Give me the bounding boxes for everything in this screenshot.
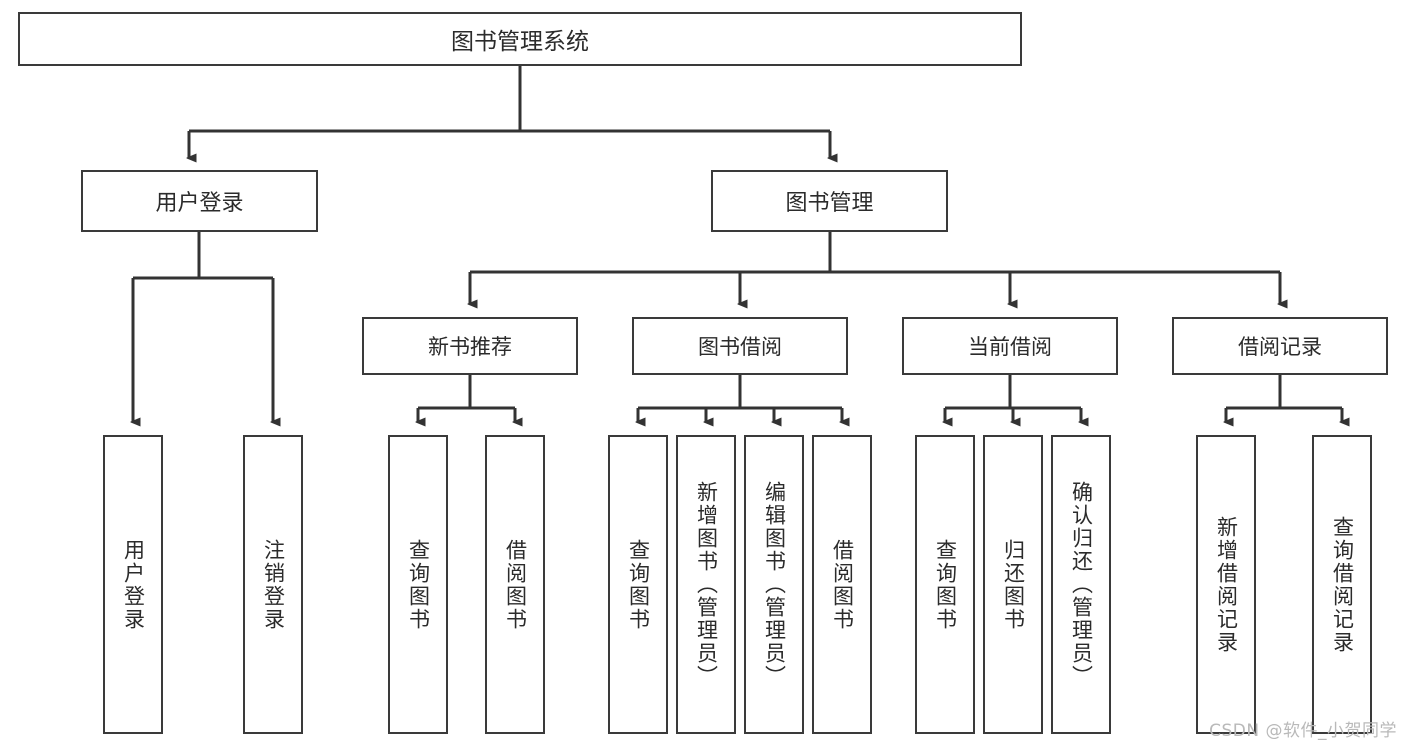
node-label: 新书推荐 xyxy=(428,335,512,359)
node-borrow-record[interactable]: 借阅记录 xyxy=(1172,317,1388,375)
leaf-current-confirm-return-admin[interactable]: 确认归还（管理员） xyxy=(1051,435,1111,734)
leaf-current-query-book[interactable]: 查询图书 xyxy=(915,435,975,734)
leaf-user-logout[interactable]: 注销登录 xyxy=(243,435,303,734)
node-book-borrow[interactable]: 图书借阅 xyxy=(632,317,848,375)
node-label: 确认归还（管理员） xyxy=(1069,481,1094,688)
leaf-borrow-query-book[interactable]: 查询图书 xyxy=(608,435,668,734)
node-label: 当前借阅 xyxy=(968,335,1052,359)
leaf-borrow-edit-book-admin[interactable]: 编辑图书（管理员） xyxy=(744,435,804,734)
node-label: 新增借阅记录 xyxy=(1214,515,1239,654)
leaf-current-return-book[interactable]: 归还图书 xyxy=(983,435,1043,734)
leaf-record-query-record[interactable]: 查询借阅记录 xyxy=(1312,435,1372,734)
leaf-record-add-record[interactable]: 新增借阅记录 xyxy=(1196,435,1256,734)
leaf-user-login[interactable]: 用户登录 xyxy=(103,435,163,734)
node-label: 用户登录 xyxy=(155,191,244,216)
node-label: 查询借阅记录 xyxy=(1330,515,1355,654)
leaf-borrow-borrow-book[interactable]: 借阅图书 xyxy=(812,435,872,734)
node-new-book-recommend[interactable]: 新书推荐 xyxy=(362,317,578,375)
leaf-recommend-borrow-book[interactable]: 借阅图书 xyxy=(485,435,545,734)
node-label: 图书管理 xyxy=(785,191,874,216)
leaf-borrow-add-book-admin[interactable]: 新增图书（管理员） xyxy=(676,435,736,734)
node-current-borrow[interactable]: 当前借阅 xyxy=(902,317,1118,375)
node-label: 归还图书 xyxy=(1001,538,1026,631)
node-label: 新增图书（管理员） xyxy=(694,481,719,688)
node-label: 图书管理系统 xyxy=(451,29,589,55)
node-root-system[interactable]: 图书管理系统 xyxy=(18,12,1022,66)
node-label: 图书借阅 xyxy=(698,335,782,359)
node-label: 查询图书 xyxy=(933,538,958,631)
leaf-recommend-query-book[interactable]: 查询图书 xyxy=(388,435,448,734)
csdn-watermark: CSDN @软件_小贺同学 xyxy=(1209,721,1397,741)
node-user-login[interactable]: 用户登录 xyxy=(81,170,318,232)
node-label: 注销登录 xyxy=(261,538,286,631)
node-label: 借阅记录 xyxy=(1238,335,1322,359)
node-label: 查询图书 xyxy=(626,538,651,631)
node-label: 借阅图书 xyxy=(503,538,528,631)
node-book-management[interactable]: 图书管理 xyxy=(711,170,948,232)
node-label: 用户登录 xyxy=(121,538,146,631)
node-label: 编辑图书（管理员） xyxy=(762,481,787,688)
node-label: 查询图书 xyxy=(406,538,431,631)
node-label: 借阅图书 xyxy=(830,538,855,631)
